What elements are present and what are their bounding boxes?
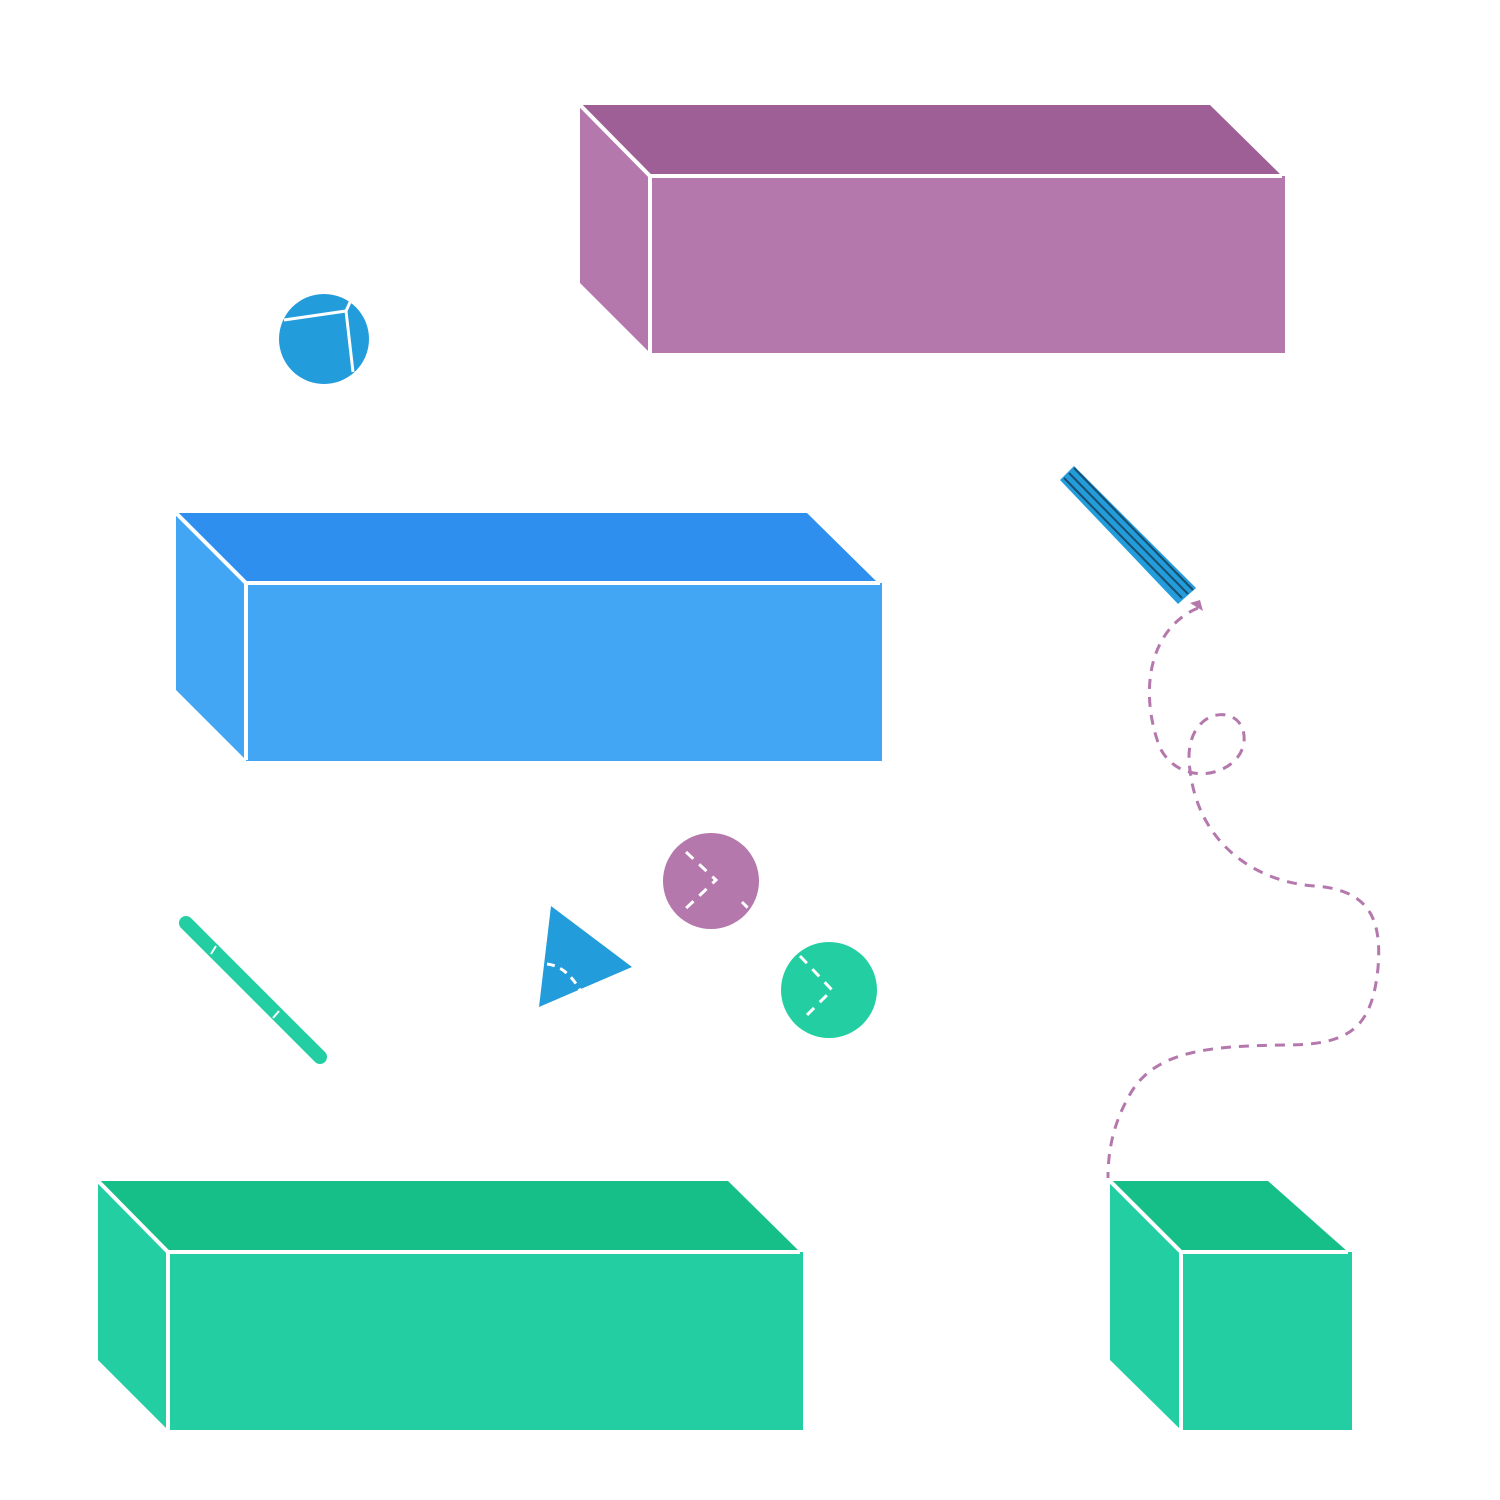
green-ball-dashed-chevron xyxy=(798,954,835,1022)
blue-triangle xyxy=(539,906,632,1007)
green-chalk-mark-2 xyxy=(272,1010,280,1019)
green-cube-side xyxy=(1110,1181,1181,1430)
purple-ball xyxy=(663,833,759,929)
green-chalk xyxy=(179,916,327,1064)
green-long-block-front xyxy=(168,1252,803,1430)
blue-pencil-stripe-2 xyxy=(1068,472,1189,595)
green-long-block-side xyxy=(98,1181,168,1430)
dashed-path xyxy=(1106,606,1381,1179)
purple-block-front xyxy=(650,176,1285,353)
green-ball xyxy=(781,942,877,1038)
blue-pencil-stripe-1 xyxy=(1063,477,1183,599)
green-ball-body xyxy=(781,942,877,1038)
purple-ball-dashed-chevron xyxy=(680,850,719,914)
purple-ball-body xyxy=(663,833,759,929)
blue-pencil-body xyxy=(1060,466,1196,604)
blue-ball-line-top xyxy=(344,299,353,312)
purple-block xyxy=(578,103,1285,353)
purple-ball-dashed-edge xyxy=(740,900,754,914)
blue-block-top xyxy=(176,513,878,583)
green-chalk-body xyxy=(179,916,327,1064)
blue-triangle-dashed-arc xyxy=(546,962,582,991)
green-long-block-top xyxy=(98,1181,800,1252)
purple-block-top xyxy=(580,105,1282,176)
green-long-block xyxy=(96,1179,803,1430)
blue-ball xyxy=(279,294,369,384)
green-cube xyxy=(1108,1179,1352,1430)
green-cube-top xyxy=(1110,1181,1348,1252)
blue-block-side xyxy=(176,513,246,760)
blue-ball-body xyxy=(279,294,369,384)
blue-block xyxy=(174,511,882,761)
blue-block-front xyxy=(246,583,882,761)
purple-block-side xyxy=(580,105,650,353)
green-chalk-mark-1 xyxy=(210,945,217,955)
blue-pencil-stripe-3 xyxy=(1073,467,1194,591)
blue-pencil-tip xyxy=(1190,600,1203,611)
green-cube-front xyxy=(1181,1252,1352,1430)
blue-pencil xyxy=(1060,466,1203,611)
blue-triangle-body xyxy=(539,906,632,1007)
